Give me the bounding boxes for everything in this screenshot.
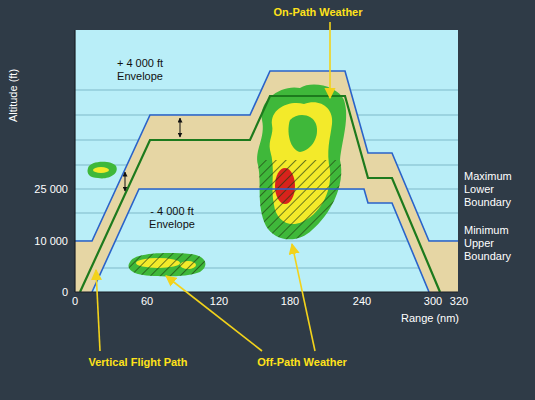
tick-label: 240 bbox=[353, 295, 371, 308]
tick-label: 180 bbox=[281, 295, 299, 308]
axis-title: Range (nm) bbox=[401, 312, 459, 325]
axes bbox=[75, 30, 458, 292]
envelope-arrow bbox=[180, 118, 181, 137]
upper-boundary bbox=[75, 71, 458, 241]
callout-label: On-Path Weather bbox=[273, 6, 362, 19]
boundary-label: Maximum Lower Boundary bbox=[464, 170, 530, 209]
tick-label: 25 000 bbox=[34, 183, 68, 196]
axis-title: Altitude (ft) bbox=[8, 68, 21, 121]
lower-boundary bbox=[92, 189, 429, 292]
envelope-band bbox=[75, 71, 458, 292]
weather-cell-small bbox=[87, 162, 205, 277]
plot-area bbox=[75, 30, 458, 292]
envelope-label: - 4 000 ft Envelope bbox=[139, 205, 205, 231]
boundary-label: Minimum Upper Boundary bbox=[464, 224, 530, 263]
tick-label: 0 bbox=[72, 295, 78, 308]
callout-label: Off-Path Weather bbox=[257, 356, 347, 369]
weather-cell bbox=[257, 84, 346, 239]
envelope-label: + 4 000 ft Envelope bbox=[107, 57, 173, 83]
tick-label: 300 bbox=[424, 295, 442, 308]
envelope-arrow bbox=[125, 172, 126, 191]
tick-label: 10 000 bbox=[34, 235, 68, 248]
tick-label: 120 bbox=[210, 295, 228, 308]
tick-label: 60 bbox=[141, 295, 153, 308]
tick-label: 0 bbox=[62, 286, 68, 299]
tick-label: 320 bbox=[450, 295, 468, 308]
flight-path bbox=[80, 96, 440, 292]
callout-label: Vertical Flight Path bbox=[88, 356, 187, 369]
leader-arrows bbox=[96, 22, 330, 351]
